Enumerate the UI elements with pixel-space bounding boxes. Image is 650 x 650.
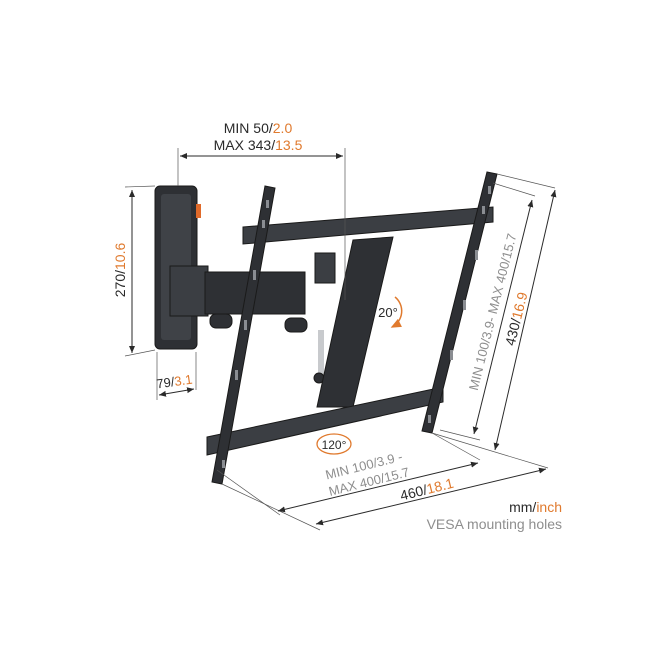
wallplate-width-label: 79/3.1	[155, 372, 193, 392]
wallplate-height-dimension: 270/10.6	[112, 185, 156, 357]
legend: mm/inch VESA mounting holes	[427, 499, 562, 532]
vesa-legend: VESA mounting holes	[427, 516, 562, 532]
depth-min-label: MIN 50/2.0	[224, 120, 293, 136]
bottom-rail	[206, 386, 444, 456]
wallplate-height-label: 270/10.6	[112, 243, 128, 298]
tilt-label: 20°	[378, 305, 398, 320]
tilt-indicator: 20°	[378, 296, 403, 328]
depth-max-label: MAX 343/13.5	[214, 137, 303, 153]
wallplate-width-dimension: 79/3.1	[155, 352, 197, 400]
arm-segment-1	[169, 265, 209, 317]
depth-dimension: MIN 50/2.0 MAX 343/13.5	[177, 120, 346, 300]
frame-height-label: 430/16.9	[502, 290, 531, 347]
swivel-indicator: 120°	[316, 433, 352, 455]
swivel-label: 120°	[322, 438, 347, 452]
tilt-bracket	[314, 252, 336, 284]
orange-tab	[196, 204, 201, 218]
frame-width-label: 460/18.1	[398, 475, 455, 504]
units-legend: mm/inch	[509, 499, 562, 515]
